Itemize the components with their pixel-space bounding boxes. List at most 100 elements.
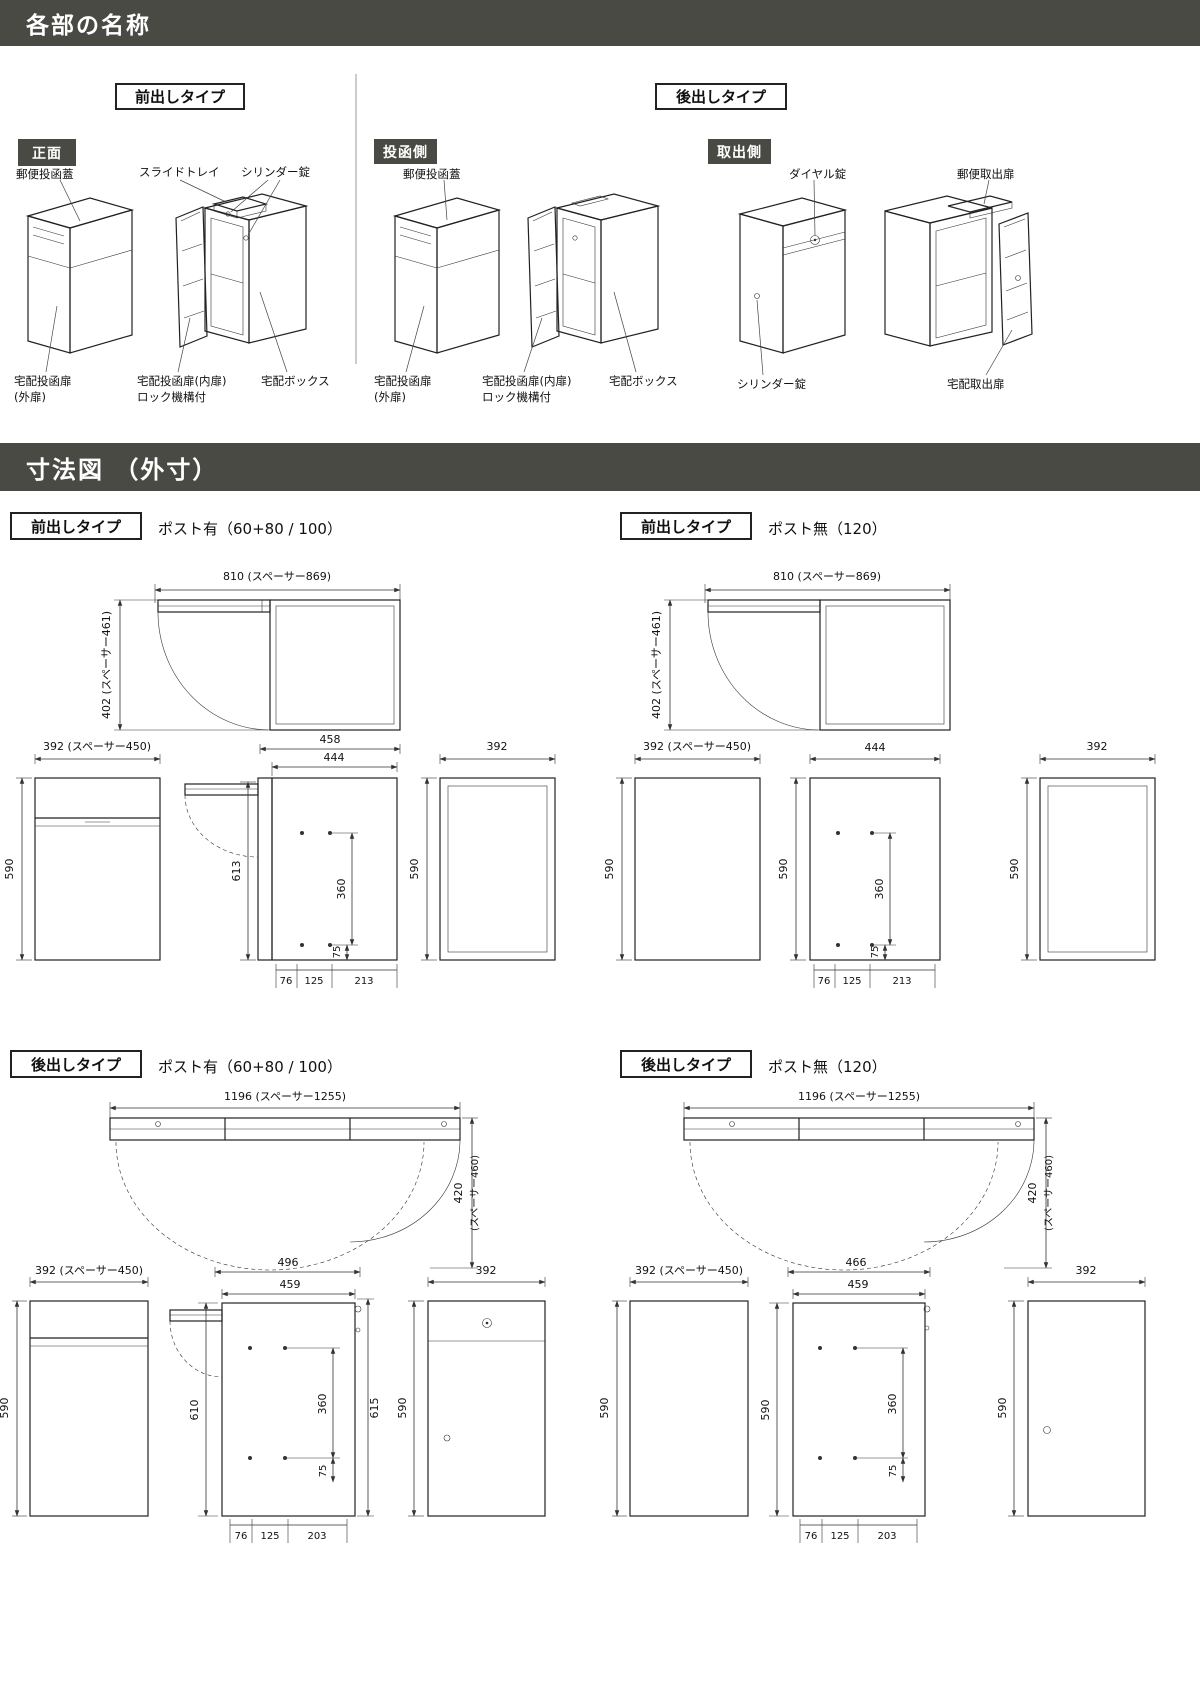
- q3-rear-view: 392 590: [396, 1264, 546, 1517]
- section-header-dimensions: 寸法図 （外寸）: [0, 443, 1200, 491]
- front-type-open-box-drawing: [175, 193, 309, 348]
- quadrant-front-type-with-post: 810 (スペーサー869) 402 (スペーサー461) 392 (スペーサー…: [0, 500, 600, 1005]
- q1-dim-base-a: 76: [280, 976, 293, 987]
- quadrant-rear-type-no-post: 1196 (スペーサー1255) 420 (スペーサー460) 392: [600, 1038, 1200, 1578]
- section2-title: 寸法図 （外寸）: [26, 455, 219, 484]
- q3-dim-front-width: 392 (スペーサー450): [35, 1264, 143, 1277]
- q2-rear-view: 392 590: [1008, 740, 1156, 961]
- q3-dim-rear-height: 590: [396, 1398, 409, 1419]
- label-inner-door-front-line2: ロック機構付: [137, 389, 206, 404]
- q2-dim-top-depth: 402 (スペーサー461): [650, 611, 663, 719]
- label-inner-door-front-line1: 宅配投函扉(内扉): [137, 374, 227, 388]
- q3-top-view: 1196 (スペーサー1255) 420 (スペーサー460): [109, 1090, 481, 1271]
- q2-dim-front-height: 590: [603, 859, 616, 880]
- q4-side-view: 466 459 590: [759, 1256, 931, 1543]
- label-mail-flap-rear: 郵便投函蓋: [403, 167, 461, 181]
- q4-dim-pitch-v: 360: [886, 1394, 899, 1415]
- q1-dim-top-depth: 402 (スペーサー461): [100, 611, 113, 719]
- q3-side-view: 496 459 610 61: [169, 1256, 381, 1543]
- q3-dim-side-height-left: 610: [188, 1400, 201, 1421]
- q4-dim-rear-height: 590: [996, 1398, 1009, 1419]
- q3-type-box: 後出しタイプ: [10, 1050, 142, 1078]
- label-outer-door-front-line2: (外扉): [14, 389, 46, 404]
- q1-dim-rear-height: 590: [408, 859, 421, 880]
- q1-variant-label: ポスト有（60+80 / 100）: [158, 520, 342, 538]
- q1-type-box: 前出しタイプ: [10, 512, 142, 540]
- q4-type-label: 後出しタイプ: [640, 1055, 731, 1074]
- label-inner-door-rear-line2: ロック機構付: [482, 389, 551, 404]
- q2-front-view: 392 (スペーサー450) 590: [603, 740, 761, 961]
- q1-dim-front-width: 392 (スペーサー450): [43, 740, 151, 753]
- rear-type-title-box: 後出しタイプ: [655, 83, 787, 110]
- q1-type-label: 前出しタイプ: [30, 517, 121, 536]
- quadrant-rear-type-with-post: 1196 (スペーサー1255) 420 (スペーサー460) 392: [0, 1038, 600, 1578]
- q3-dim-pitch-v: 360: [316, 1394, 329, 1415]
- q1-dim-front-height: 590: [3, 859, 16, 880]
- label-dial-lock: ダイヤル錠: [789, 167, 847, 181]
- takeout-side-closed-box-drawing: [737, 197, 848, 354]
- q2-dim-top-width: 810 (スペーサー869): [773, 570, 881, 583]
- label-delivery-box-rear: 宅配ボックス: [609, 374, 678, 388]
- q4-dim-top-width: 1196 (スペーサー1255): [798, 1090, 920, 1103]
- q3-dim-side-width-inner: 459: [280, 1278, 301, 1291]
- q2-drawing: 810 (スペーサー869) 402 (スペーサー461) 392 (スペーサー…: [603, 570, 1156, 988]
- label-takeout-door: 宅配取出扉: [947, 377, 1005, 391]
- parts-section: 前出しタイプ 後出しタイプ 正面 投函側 取出側 郵便投函蓋 スライドトレイ シ…: [0, 46, 1200, 443]
- q4-dim-side-width-outer: 466: [846, 1256, 867, 1269]
- q1-dim-side-width-inner: 444: [324, 751, 345, 764]
- q2-dim-pitch-v: 360: [873, 879, 886, 900]
- label-outer-door-rear: 宅配投函扉 (外扉): [374, 374, 432, 405]
- label-mail-flap-front: 郵便投函蓋: [16, 167, 74, 181]
- label-inner-door-rear-line1: 宅配投函扉(内扉): [482, 374, 572, 388]
- parts-leader-lines: [45, 179, 1013, 376]
- section1-title: 各部の名称: [26, 13, 151, 39]
- q2-dim-base-c: 213: [892, 976, 911, 987]
- q3-dim-pitch-bottom: 75: [318, 1465, 329, 1478]
- rear-type-title: 後出しタイプ: [675, 88, 766, 106]
- q1-dim-pitch-v: 360: [335, 879, 348, 900]
- q1-dim-base-c: 213: [354, 976, 373, 987]
- q4-dim-base-b: 125: [830, 1531, 849, 1542]
- q4-drawing: 1196 (スペーサー1255) 420 (スペーサー460) 392: [600, 1090, 1146, 1543]
- q2-top-view: 810 (スペーサー869) 402 (スペーサー461): [650, 570, 951, 731]
- q4-dim-top-depth-note: (スペーサー460): [1043, 1155, 1055, 1231]
- q1-dim-base-b: 125: [304, 976, 323, 987]
- q3-variant-label: ポスト有（60+80 / 100）: [158, 1058, 342, 1076]
- label-inner-door-rear: 宅配投函扉(内扉) ロック機構付: [482, 374, 571, 405]
- q3-dim-side-width-outer: 496: [278, 1256, 299, 1269]
- label-delivery-box-front: 宅配ボックス: [261, 374, 330, 388]
- q4-dim-side-height: 590: [759, 1400, 772, 1421]
- q4-type-box: 後出しタイプ: [620, 1050, 752, 1078]
- q1-front-view: 392 (スペーサー450) 590: [3, 740, 161, 961]
- label-inner-door-front: 宅配投函扉(内扉) ロック機構付: [137, 374, 226, 405]
- q4-top-view: 1196 (スペーサー1255) 420 (スペーサー460): [683, 1090, 1055, 1271]
- post-side-closed-box-drawing: [392, 197, 502, 354]
- q2-type-box: 前出しタイプ: [620, 512, 752, 540]
- q2-dim-base-a: 76: [818, 976, 831, 987]
- badge-takeout-side: 取出側: [708, 139, 771, 164]
- q3-dim-side-height-right: 615: [368, 1398, 381, 1419]
- q4-front-view: 392 (スペーサー450) 590: [600, 1264, 749, 1517]
- q3-dim-top-depth-note: (スペーサー460): [469, 1155, 481, 1231]
- q4-dim-base-a: 76: [805, 1531, 818, 1542]
- q1-top-view: 810 (スペーサー869) 402 (スペーサー461): [100, 570, 401, 731]
- q1-dim-top-width: 810 (スペーサー869): [223, 570, 331, 583]
- front-type-closed-box-drawing: [25, 197, 135, 354]
- q1-dim-pitch-bottom: 75: [332, 946, 343, 959]
- q4-dim-base-c: 203: [877, 1531, 896, 1542]
- label-outer-door-front: 宅配投函扉 (外扉): [14, 374, 72, 405]
- q1-drawing: 810 (スペーサー869) 402 (スペーサー461) 392 (スペーサー…: [3, 570, 556, 988]
- q4-rear-view: 392 590: [996, 1264, 1146, 1517]
- q4-dim-rear-width: 392: [1076, 1264, 1097, 1277]
- front-type-title: 前出しタイプ: [134, 88, 225, 106]
- parts-diagram-art: [25, 74, 1033, 376]
- label-outer-door-rear-line1: 宅配投函扉: [374, 374, 432, 388]
- quadrant-front-type-no-post: 810 (スペーサー869) 402 (スペーサー461) 392 (スペーサー…: [600, 500, 1200, 1005]
- q2-variant-label: ポスト無（120）: [768, 520, 887, 538]
- q2-dim-side-height: 590: [777, 859, 790, 880]
- q4-dim-side-width-inner: 459: [848, 1278, 869, 1291]
- post-side-open-box-drawing: [527, 193, 661, 348]
- q2-type-label: 前出しタイプ: [640, 517, 731, 536]
- q2-dim-rear-height: 590: [1008, 859, 1021, 880]
- q2-dim-rear-width: 392: [1087, 740, 1108, 753]
